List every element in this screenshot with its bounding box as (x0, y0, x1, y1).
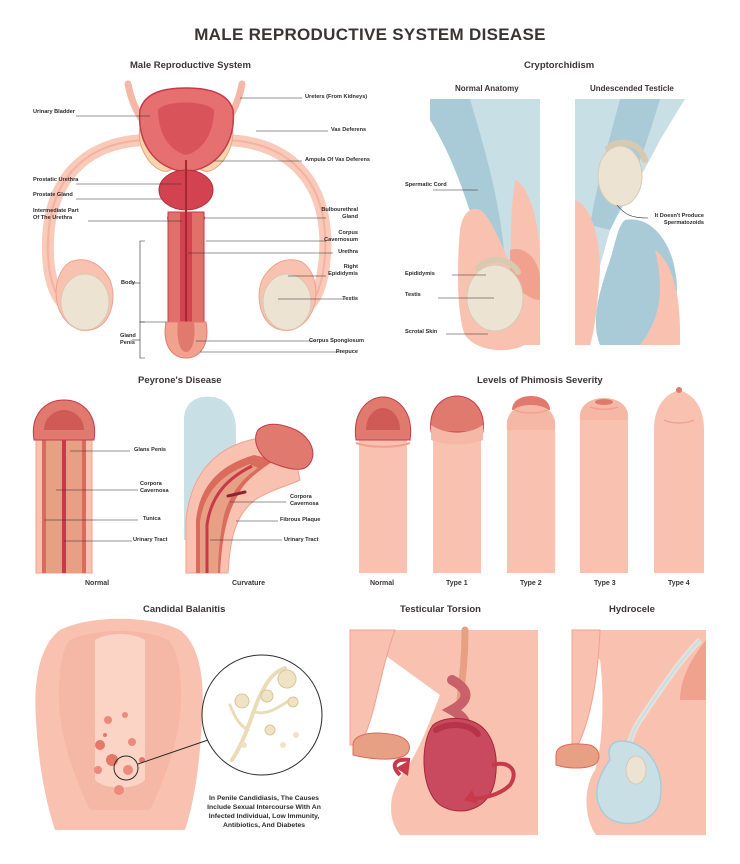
anatomy-title: Male Reproductive System (130, 60, 251, 71)
label-testis: Testis (342, 296, 358, 302)
label-urethra: Urethra (338, 249, 358, 255)
label-right-epi-2: Epididymis (328, 271, 358, 277)
cryptorchidism-undescended-diagram (575, 99, 685, 345)
label-epididymis: Epididymis (405, 271, 435, 277)
label-urinary-bladder: Urinary Bladder (33, 109, 75, 115)
label-scrotal-skin: Scrotal Skin (405, 329, 438, 335)
torsion-title: Testicular Torsion (400, 604, 481, 615)
balanitis-diagram (35, 618, 323, 830)
label-urinary-tract-b: Urinary Tract (284, 537, 319, 543)
peyronie-normal-diagram (32, 399, 138, 574)
phimosis-type3-diagram (579, 398, 629, 573)
peyronie-curvature-caption: Curvature (232, 580, 266, 587)
label-intermediate-1: Intermediate Part (33, 208, 79, 214)
anatomy-diagram (41, 80, 344, 359)
label-tunica: Tunica (143, 516, 161, 522)
normal-anatomy-subtitle: Normal Anatomy (455, 84, 519, 93)
label-corpora-b1: Corpora (290, 494, 312, 500)
label-body: Body (121, 280, 135, 286)
label-corpus-cav-1: Corpus (338, 230, 358, 236)
phimosis-caption-type3: Type 3 (594, 580, 616, 587)
label-glans-penis: Glans Penis (134, 447, 167, 453)
label-prostate-gland: Prostate Gland (33, 192, 73, 198)
phimosis-type2-diagram (506, 396, 556, 573)
peyronie-title: Peyrone's Disease (138, 375, 222, 386)
undescended-subtitle: Undescended Testicle (590, 84, 674, 93)
label-intermediate-2: Of The Urethra (33, 215, 73, 221)
peyronie-normal-caption: Normal (85, 580, 110, 587)
phimosis-type1-diagram (430, 395, 484, 573)
page-title: MALE REPRODUCTIVE SYSTEM DISEASE (194, 25, 546, 44)
cryptorchidism-normal-diagram (430, 99, 540, 351)
hydrocele-title: Hydrocele (609, 604, 655, 615)
balanitis-note-line-2: Include Sexual Intercourse With An (207, 804, 321, 811)
phimosis-caption-type1: Type 1 (446, 580, 468, 587)
label-crypto-testis: Testis (405, 292, 421, 298)
label-corpora-b2: Cavernosa (290, 501, 319, 507)
label-prostatic-urethra: Prostatic Urethra (33, 177, 79, 183)
label-spermatic-cord: Spermatic Cord (405, 182, 447, 188)
label-corpora-2: Cavernosa (140, 488, 169, 494)
balanitis-note: In Penile Candidiasis, The Causes Includ… (186, 794, 342, 830)
label-right-epi-1: Right (343, 264, 358, 270)
label-ampula: Ampula Of Vas Deferens (305, 157, 370, 163)
phimosis-type4-diagram (654, 387, 704, 573)
peyronie-curvature-diagram (184, 396, 314, 574)
label-glans-1: Gland (120, 333, 136, 339)
label-fibrous-plaque: Fibrous Plaque (280, 517, 321, 523)
label-corpus-cav-2: Cavernosum (324, 237, 358, 243)
balanitis-note-line-4: Antibiotics, And Diabetes (222, 822, 306, 829)
label-bulbo-2: Gland (342, 214, 358, 220)
balanitis-note-line-3: Infected Individual, Low Immunity, (208, 813, 320, 820)
phimosis-caption-normal: Normal (370, 580, 395, 587)
phimosis-caption-type4: Type 4 (668, 580, 690, 587)
label-no-sperm-1: It Doesn't Produce (654, 213, 704, 219)
label-bulbo-1: Bulbourethral (321, 207, 358, 213)
label-vas-deferens: Vas Deferens (331, 127, 367, 133)
label-prepuce: Prepuce (335, 349, 358, 355)
label-corpora-1: Corpora (140, 481, 162, 487)
label-ureters: Ureters (From Kidneys) (305, 94, 368, 100)
hydrocele-diagram (555, 629, 706, 835)
balanitis-note-line-1: In Penile Candidiasis, The Causes (209, 795, 319, 802)
label-glans-2: Penis (120, 340, 135, 346)
phimosis-caption-type2: Type 2 (520, 580, 542, 587)
cryptorchidism-title: Cryptorchidism (524, 60, 595, 71)
label-no-sperm-2: Spermatozoids (663, 220, 704, 226)
phimosis-normal-diagram (354, 396, 412, 573)
balanitis-title: Candidal Balanitis (143, 604, 226, 615)
torsion-diagram (349, 626, 538, 835)
label-urinary-tract: Urinary Tract (133, 537, 168, 543)
phimosis-title: Levels of Phimosis Severity (477, 375, 603, 386)
label-corpus-spongiosum: Corpus Spongiosum (308, 338, 364, 344)
